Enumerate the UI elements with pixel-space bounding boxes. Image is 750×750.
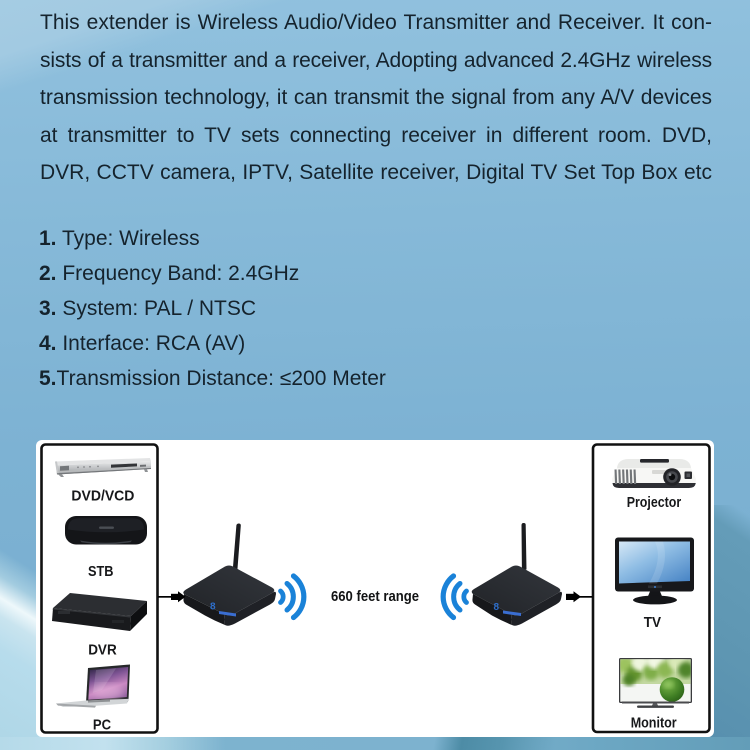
svg-text:DVR: DVR [88,642,117,659]
svg-text:Monitor: Monitor [631,715,677,732]
svg-text:PC: PC [93,717,111,734]
svg-text:TV: TV [644,614,661,631]
svg-text:Projector: Projector [627,494,682,511]
svg-text:8: 8 [494,602,500,613]
svg-text:DVD/VCD: DVD/VCD [71,488,134,505]
svg-text:660 feet range: 660 feet range [331,588,419,605]
svg-text:8: 8 [210,602,216,613]
svg-text:STB: STB [88,563,114,580]
